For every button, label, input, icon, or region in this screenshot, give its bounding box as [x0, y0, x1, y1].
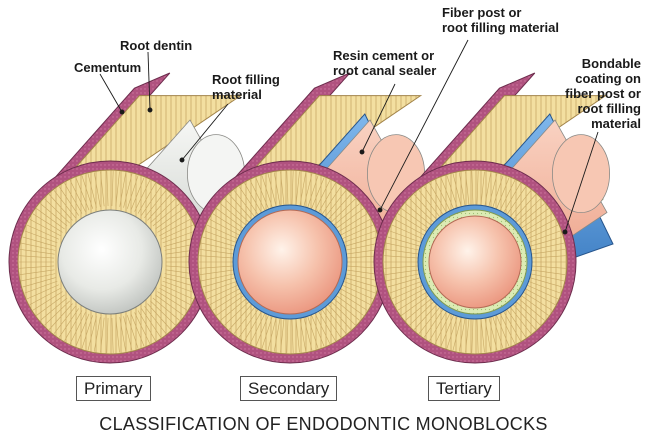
- leader-root-filling-dot: [180, 158, 184, 162]
- panel-label-secondary: Secondary: [240, 376, 337, 401]
- root-filling-face: [58, 210, 162, 314]
- label-bondable-line1: Bondable: [565, 56, 641, 71]
- label-root-filling-line1: Root filling: [212, 72, 280, 87]
- label-bondable-coating: Bondable coating on fiber post or root f…: [565, 56, 641, 131]
- fiber-post-face-tertiary: [429, 216, 521, 308]
- label-resin-cement-line1: Resin cement or: [333, 48, 436, 63]
- label-fiber-post-line2: root filling material: [442, 20, 559, 35]
- label-bondable-line4: root filling: [565, 101, 641, 116]
- panel-label-tertiary: Tertiary: [428, 376, 500, 401]
- label-resin-cement-line2: root canal sealer: [333, 63, 436, 78]
- label-root-filling-material: Root filling material: [212, 72, 280, 102]
- leader-cementum-dot: [120, 110, 124, 114]
- leader-bondable-dot: [563, 230, 567, 234]
- label-bondable-line2: coating on: [565, 71, 641, 86]
- fiber-post-face-secondary: [238, 210, 342, 314]
- panel-label-primary: Primary: [76, 376, 151, 401]
- core-end-tertiary: [552, 135, 609, 213]
- leader-resin-cement-dot: [360, 150, 364, 154]
- label-root-dentin: Root dentin: [120, 38, 192, 53]
- leader-root-dentin-dot: [148, 108, 152, 112]
- label-fiber-post-line1: Fiber post or: [442, 5, 559, 20]
- label-bondable-line5: material: [565, 116, 641, 131]
- diagram-caption: CLASSIFICATION OF ENDODONTIC MONOBLOCKS: [0, 414, 647, 435]
- label-root-filling-line2: material: [212, 87, 280, 102]
- label-fiber-post: Fiber post or root filling material: [442, 5, 559, 35]
- leader-cementum: [100, 74, 122, 112]
- label-bondable-line3: fiber post or: [565, 86, 641, 101]
- leader-fiber-post-dot: [378, 208, 382, 212]
- label-cementum: Cementum: [74, 60, 141, 75]
- label-resin-cement: Resin cement or root canal sealer: [333, 48, 436, 78]
